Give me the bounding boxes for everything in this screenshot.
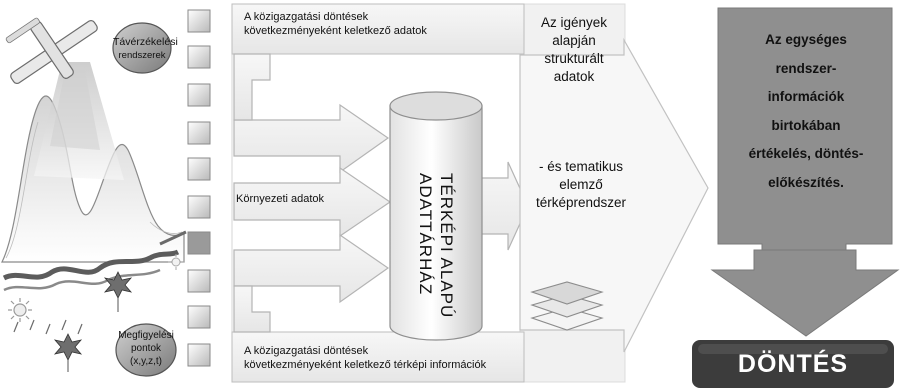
structured-data-line3: strukturált bbox=[544, 51, 604, 66]
evaluation-line3: információk bbox=[767, 89, 845, 104]
data-warehouse-cylinder bbox=[389, 91, 483, 341]
bottom-data-bar bbox=[231, 331, 525, 383]
top-bar-label: A közigazgatási döntések következményeké… bbox=[244, 10, 427, 38]
decision-box bbox=[692, 340, 894, 388]
data-warehouse-label-line2: ADATTÁRHÁZ bbox=[416, 173, 435, 296]
thematic-line2: elemző bbox=[559, 177, 603, 192]
observation-star-upper bbox=[103, 271, 133, 312]
small-sun-icon bbox=[168, 254, 184, 270]
data-warehouse-label: TÉRKÉPI ALAPÚ ADATTÁRHÁZ bbox=[415, 173, 457, 319]
top-bar-label-line2: következményeként keletkező adatok bbox=[244, 25, 427, 37]
observation-label: Megfigyelési pontok (x,y,z,t) bbox=[116, 329, 176, 368]
satellite-icon bbox=[5, 17, 98, 84]
evaluation-label: Az egységes rendszer- információk birtok… bbox=[724, 26, 888, 197]
structured-data-line1: Az igények bbox=[540, 15, 608, 30]
top-data-bar bbox=[231, 3, 525, 55]
structured-data-line4: adatok bbox=[553, 69, 595, 84]
remote-sensing-label: Távérzékelési rendszerek bbox=[113, 35, 178, 63]
structured-data-label: Az igények alapján strukturált adatok bbox=[526, 14, 622, 86]
structured-data-line2: alapján bbox=[552, 33, 596, 48]
input-arrows bbox=[233, 53, 392, 333]
data-square-column bbox=[187, 9, 211, 367]
observation-ball bbox=[115, 323, 177, 377]
bottom-bar-label-line1: A közigazgatási döntések bbox=[244, 345, 369, 357]
bottom-bar-label-line2: következményeként keletkező térképi info… bbox=[244, 359, 487, 371]
big-output-arrow bbox=[519, 37, 709, 353]
top-bar-label-line1: A közigazgatási döntések bbox=[244, 11, 369, 23]
bottom-bar-label: A közigazgatási döntések következményeké… bbox=[244, 344, 486, 372]
layers-icon bbox=[530, 281, 604, 331]
remote-sensing-label-line2: rendszerek bbox=[118, 50, 166, 61]
evaluation-line2: rendszer- bbox=[775, 60, 837, 76]
observation-label-line1: Megfigyelési bbox=[118, 330, 174, 341]
thematic-system-label: - és tematikus elemző térképrendszer bbox=[520, 158, 642, 212]
terrain-profile bbox=[2, 230, 187, 292]
decision-label: DÖNTÉS bbox=[737, 350, 849, 378]
observation-label-line3: (x,y,z,t) bbox=[129, 356, 163, 367]
down-arrow bbox=[710, 249, 900, 337]
remote-sensing-ball bbox=[112, 22, 172, 74]
evaluation-line5: értékelés, döntés- bbox=[748, 146, 864, 161]
satellite-beam bbox=[34, 62, 124, 180]
thematic-line3: térképrendszer bbox=[535, 195, 627, 210]
data-warehouse-label-line1: TÉRKÉPI ALAPÚ bbox=[437, 173, 456, 319]
sun-icon bbox=[8, 298, 32, 322]
evaluation-line4: birtokában bbox=[771, 117, 841, 133]
observation-label-line2: pontok bbox=[130, 343, 162, 354]
evaluation-line6: előkészítés. bbox=[768, 174, 844, 190]
rain-lines bbox=[13, 319, 83, 335]
evaluation-line1: Az egységes bbox=[765, 32, 847, 47]
remote-sensing-label-line1: Távérzékelési bbox=[113, 36, 178, 48]
mid-arrow bbox=[477, 161, 529, 251]
observation-star-lower bbox=[53, 333, 83, 372]
thematic-line1: - és tematikus bbox=[538, 159, 624, 174]
env-data-label: Környezeti adatok bbox=[236, 193, 325, 205]
